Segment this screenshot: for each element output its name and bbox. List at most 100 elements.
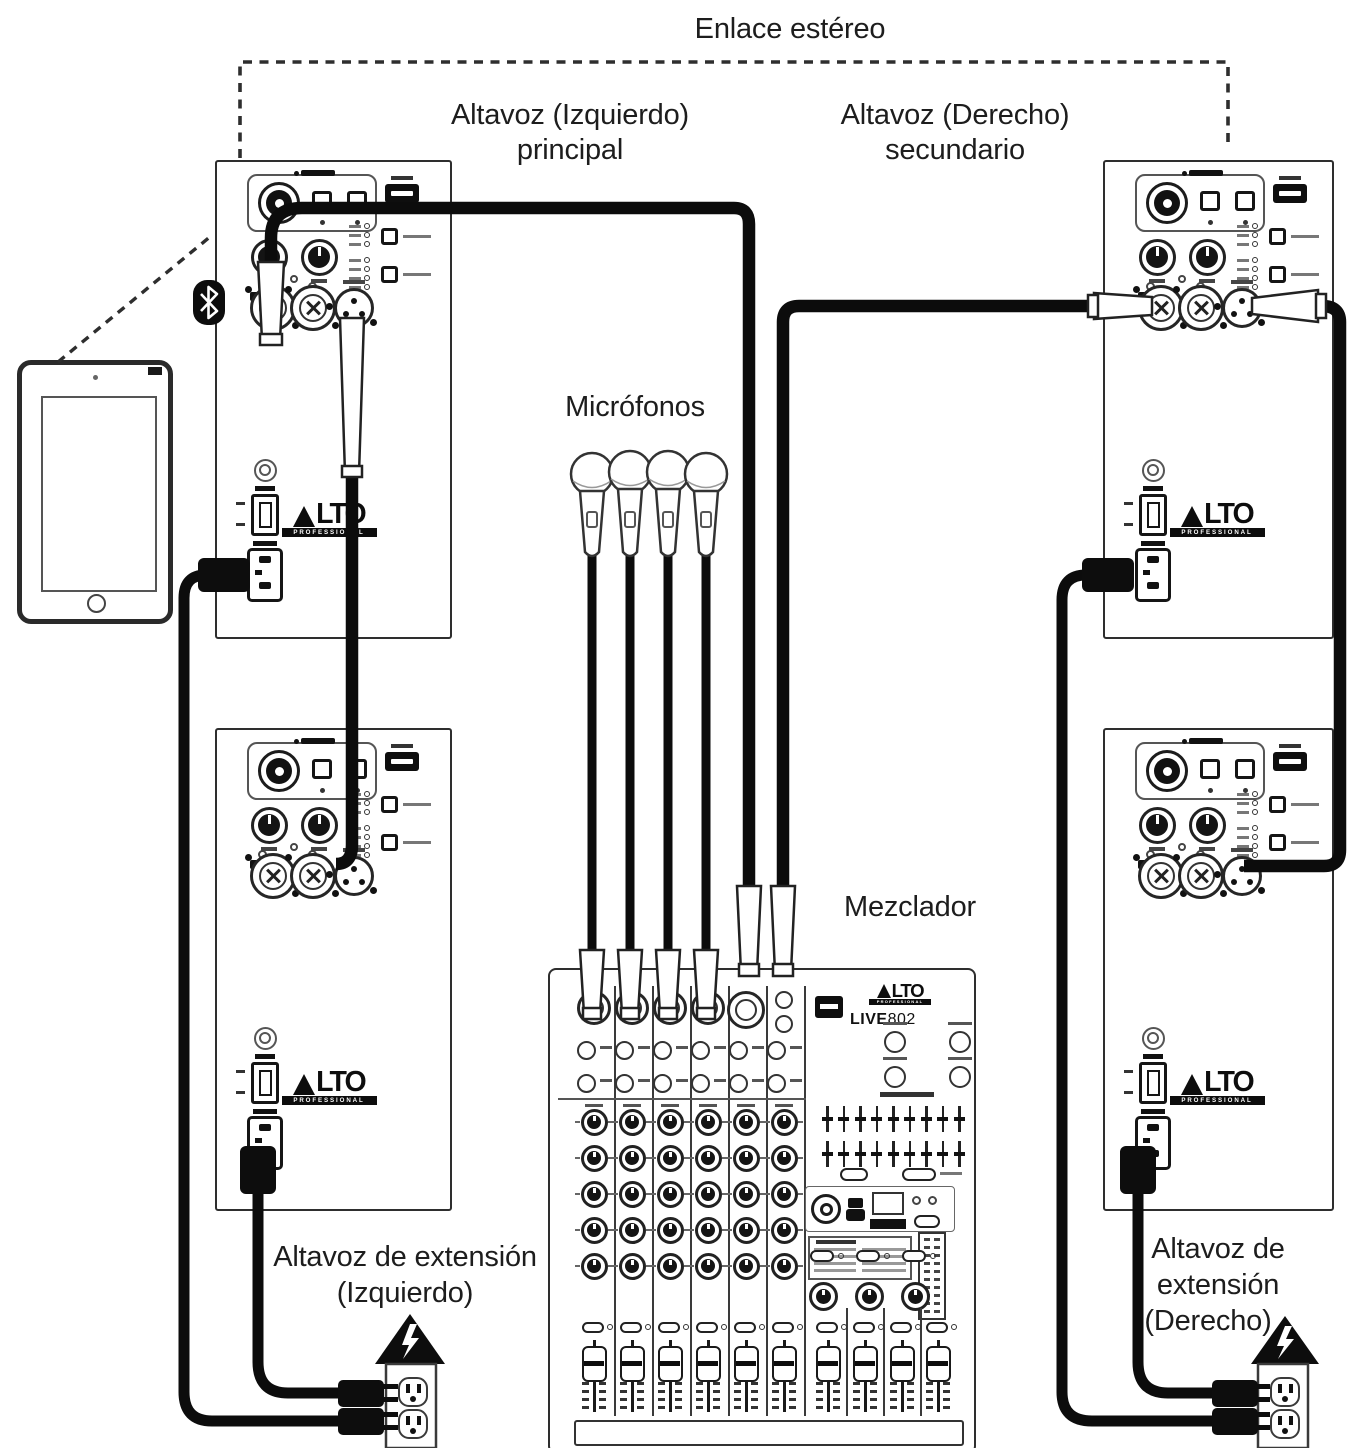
channel-2-knob-4-tickL <box>613 1265 618 1267</box>
mixer-model-bold: LIVE <box>850 1011 888 1028</box>
fader-8-tickR4 <box>870 1406 877 1409</box>
strip-separator-4 <box>766 986 768 1416</box>
ac-input-label-bar <box>1141 1109 1165 1114</box>
xlr-plug-mixer-main-right <box>769 884 797 974</box>
wall-plug-right-lower-prong1 <box>1254 1412 1270 1417</box>
input-1-jack-screw-a <box>1132 853 1140 861</box>
channel-6-line-jack <box>766 1040 786 1060</box>
link-b-button <box>1235 759 1255 779</box>
channel-1-knob-4-tickR <box>608 1265 613 1267</box>
bluetooth-label-dot <box>293 738 299 744</box>
fuse-holder-inner <box>259 1032 271 1044</box>
mix-out-jack-screw-a <box>325 870 333 878</box>
channel-4-insert-jack <box>690 1073 710 1093</box>
channel-4-knob-2-tickR <box>722 1193 727 1195</box>
fader-3-tickR2 <box>675 1390 682 1393</box>
alto-logo-letters: LTO <box>316 1065 367 1098</box>
channel-2-knob-3-tickR <box>646 1229 651 1231</box>
eq-slider-r1-b5-handle <box>904 1152 915 1156</box>
mix-out-jack-screw-b <box>369 886 377 894</box>
mixer-alto-logo-triangle-icon <box>876 984 891 999</box>
channel-2-label-bar <box>1199 279 1215 283</box>
label-left-main-2: principal <box>516 134 624 166</box>
master-oval-2 <box>902 1250 926 1262</box>
channel-2-knob-0-tickL <box>613 1121 618 1123</box>
microphone-1 <box>569 451 615 558</box>
mix-out-jack <box>1222 288 1262 328</box>
label-stereo-link: Enlace estéreo <box>694 13 886 45</box>
monitor-level-knob-cap <box>907 1288 923 1304</box>
channel-3-knob-3-cap <box>663 1223 677 1237</box>
eq-slider-r0-b4-handle <box>887 1117 899 1121</box>
channel-3-knob-1-cap <box>663 1151 677 1165</box>
channel-5-knob-2-pointer <box>745 1188 748 1193</box>
channel-4-line-label <box>714 1046 726 1049</box>
ac-inlet-pin-top <box>259 556 271 563</box>
status-led-b1-tag <box>349 836 361 839</box>
channel-2-knob-2-tickR <box>646 1193 651 1195</box>
channel-2-knob-2-pointer <box>631 1188 634 1193</box>
label-ext-right-2: extensión <box>1156 1269 1280 1301</box>
fader-4-tickL3 <box>696 1398 703 1401</box>
alto-logo-triangle-icon <box>293 1073 316 1095</box>
power-on-mark <box>236 1070 245 1073</box>
channel-3-knob-0-pointer <box>669 1116 672 1121</box>
fader-8-tickL1 <box>853 1382 860 1385</box>
channel-mode-label-line <box>403 803 431 806</box>
meter-seg-r7 <box>934 1294 940 1297</box>
channel-1-line-label <box>600 1046 612 1049</box>
channel-6-knob-1-tickL <box>765 1157 770 1159</box>
channel-3-knob-2-cap <box>663 1187 677 1201</box>
alto-logo-sub-bar: PROFESSIONAL <box>1169 527 1265 538</box>
channel-2-xlr-inner <box>622 998 642 1018</box>
microphone-3 <box>645 449 691 558</box>
channel-1-knob-4-tickL <box>575 1265 580 1267</box>
ac-input-label-bar <box>1141 541 1165 546</box>
channel-6-knob-0-cap <box>777 1115 791 1129</box>
channel-5-knob-4-tickR <box>760 1265 765 1267</box>
alto-logo-letters: LTO <box>1204 1065 1255 1098</box>
channel-4-knob-0-pointer <box>707 1116 710 1121</box>
status-led-b3 <box>364 852 370 858</box>
channel-6-knob-0-pointer <box>783 1116 786 1121</box>
fader-5-tickR2 <box>751 1390 758 1393</box>
contour-label-line <box>403 841 431 844</box>
strip-separator-2 <box>690 986 692 1416</box>
fader-5-tickR3 <box>751 1398 758 1401</box>
channel-1-insert-label <box>600 1079 612 1082</box>
master-strip-separator-1 <box>883 1308 885 1416</box>
usb-port-slot <box>1279 191 1301 196</box>
tablet-camera-dot <box>93 375 98 380</box>
mix-out-label-bar <box>1231 848 1253 852</box>
bluetooth-label-bar <box>301 738 335 744</box>
fader-2-tickR4 <box>637 1406 644 1409</box>
usb-drive-icon-body <box>846 1209 865 1221</box>
meter-seg-l3 <box>924 1262 930 1265</box>
mixer-model: LIVE802 <box>850 1010 950 1030</box>
fader-5-led <box>759 1324 765 1330</box>
power-switch-rocker <box>1147 502 1160 528</box>
status-led-b1 <box>1252 266 1258 272</box>
channel-6-insert-jack <box>766 1073 786 1093</box>
cable-main-right <box>776 299 1098 890</box>
fader-3-tickL1 <box>658 1382 665 1385</box>
fader-6-tickL3 <box>772 1398 779 1401</box>
channel-2-knob-2-tickL <box>613 1193 618 1195</box>
fader-1-led <box>607 1324 613 1330</box>
mixer-alto-logo-letters: LTO <box>891 979 925 1001</box>
mix-out-jack-pin2 <box>343 311 349 317</box>
channel-mode-button <box>1269 796 1286 813</box>
fader-7-tickL4 <box>816 1406 823 1409</box>
master-jack-0-label <box>883 1022 907 1025</box>
fader-9-tickR2 <box>907 1390 914 1393</box>
legend-line-r0 <box>862 1248 906 1251</box>
status-led-b2-tag <box>1237 845 1249 848</box>
ac-inlet-pin-bot <box>1147 1150 1159 1157</box>
ac-inlet-pin-bot <box>1147 582 1159 589</box>
master-strip-separator-0 <box>846 1308 848 1416</box>
fader-10-led <box>951 1324 957 1330</box>
channel-3-line-label <box>676 1046 688 1049</box>
channel-6-knob-4-cap <box>777 1259 791 1273</box>
channel-1-knob-1-tickL <box>575 1157 580 1159</box>
